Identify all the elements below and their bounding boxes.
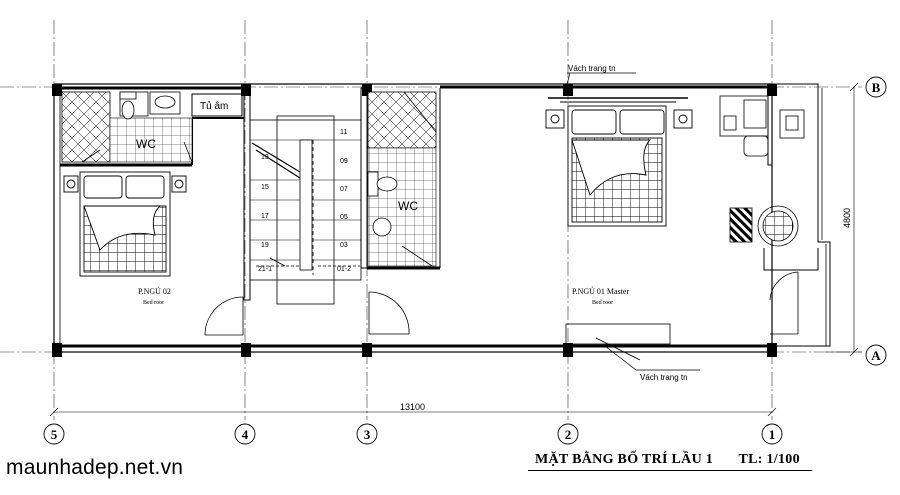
axis-label-a: A: [871, 348, 881, 363]
wardrobe-label: Tủ âm: [200, 100, 228, 112]
door-bedroom-1: [769, 271, 799, 335]
bedroom-2-sub: Bed roor: [143, 300, 164, 306]
stair-step-17: 17: [261, 213, 269, 220]
dimension-length: 13100: [400, 402, 425, 412]
stair-step-11: 11: [340, 129, 347, 136]
bed-bedroom-1: [545, 97, 693, 227]
dimension-width: 4800: [842, 208, 852, 228]
bed-bedroom-2: [63, 171, 187, 277]
door-bedroom-2: [204, 296, 244, 336]
axis-bubbles: [43, 76, 887, 445]
dimension-lines: [49, 82, 862, 417]
bedroom-2-name: P.NGỦ 02: [138, 286, 171, 296]
stair-step-07: 07: [340, 186, 348, 193]
stair-step-21-1: 21-1: [258, 266, 272, 273]
door-stair: [368, 291, 410, 335]
interior-walls: [60, 87, 819, 301]
wc-left-label: WC: [136, 137, 156, 151]
note-leaders: [565, 72, 700, 371]
stair-step-05: 05: [340, 214, 348, 221]
stair-step-19: 19: [261, 242, 269, 249]
title-underline: [528, 470, 812, 471]
stair-step-15: 15: [261, 184, 269, 191]
stair-step-03: 03: [340, 242, 348, 249]
round-table: [729, 205, 799, 247]
stair-step-labels: 13 15 17 19 21-1 11 09 07 05 03 01-2: [258, 129, 351, 273]
staircase: [249, 115, 362, 305]
partition-note-bottom: Vách trang tn: [640, 373, 688, 382]
axis-label-2: 2: [565, 427, 572, 442]
stair-step-13: 13: [261, 154, 269, 161]
wc-right: [367, 91, 437, 267]
bedroom-1-sub: Bed roor: [592, 300, 613, 306]
wc-left: [61, 91, 193, 163]
stair-step-01-2: 01-2: [337, 266, 351, 273]
columns: [52, 84, 777, 357]
drawing-title-text: MẶT BẰNG BỐ TRÍ LẦU 1: [535, 452, 714, 467]
axis-label-1: 1: [769, 427, 776, 442]
drawing-scale: TL: 1/100: [738, 452, 800, 467]
axis-label-5: 5: [51, 427, 58, 442]
axis-label-b: B: [872, 80, 881, 95]
wc-right-label: WC: [398, 199, 418, 213]
bedroom-1-name: P.NGỦ 01 Master: [572, 286, 629, 296]
partition-bottom: [565, 323, 671, 361]
partition-note-top: Vách trang tn: [568, 64, 616, 73]
desk-set: [719, 95, 805, 157]
site-watermark: maunhadep.net.vn: [6, 456, 184, 479]
stair-step-09: 09: [340, 158, 348, 165]
axis-label-4: 4: [242, 427, 249, 442]
drawing-title: MẶT BẰNG BỐ TRÍ LẦU 1 TL: 1/100: [535, 452, 800, 468]
axis-label-3: 3: [364, 427, 371, 442]
